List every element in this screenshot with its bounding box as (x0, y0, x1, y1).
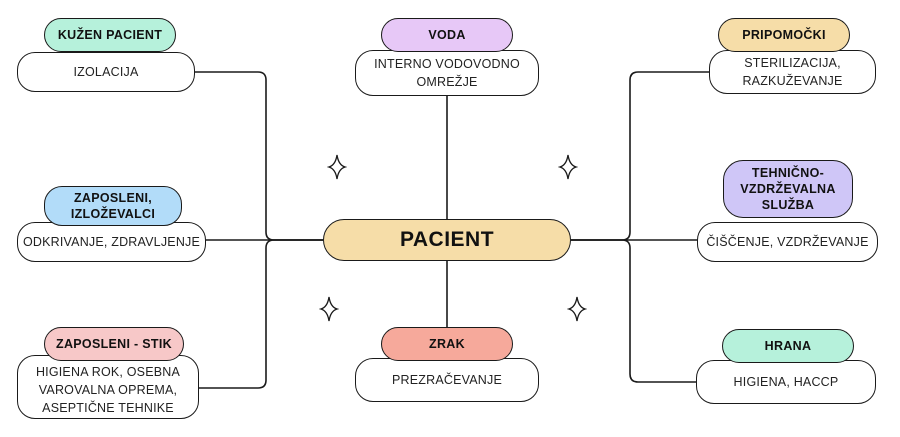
zrak-title: ZRAK (381, 327, 513, 361)
kuzen-pacient-title-text: KUŽEN PACIENT (57, 27, 163, 42)
center-node-pacient: PACIENT (323, 219, 571, 261)
four-point-star-icon (558, 154, 578, 180)
tehnicno-title-line: SLUŽBA (761, 198, 815, 213)
zaposleni-izlozevalci-description: ODKRIVANJE, ZDRAVLJENJE (17, 222, 206, 262)
center-label: PACIENT (399, 228, 495, 251)
zaposleni-stik-text-line: ASEPTIČNE TEHNIKE (42, 401, 174, 416)
tehnicno-description: ČIŠČENJE, VZDRŽEVANJE (697, 222, 878, 262)
hrana-title: HRANA (722, 329, 854, 363)
pripomocki-description: STERILIZACIJA, RAZKUŽEVANJE (709, 50, 876, 94)
zaposleni-izlozevalci-title-line: IZLOŽEVALCI (70, 207, 156, 221)
pripomocki-title-text: PRIPOMOČKI (742, 27, 826, 42)
kuzen-pacient-text: IZOLACIJA (73, 64, 139, 79)
zaposleni-izlozevalci-title: ZAPOSLENI, IZLOŽEVALCI (44, 186, 182, 226)
voda-description: INTERNO VODOVODNO OMREŽJE (355, 50, 539, 96)
hrana-title-text: HRANA (764, 338, 812, 353)
zrak-text: PREZRAČEVANJE (391, 372, 503, 387)
hrana-text: HIGIENA, HACCP (733, 374, 839, 389)
voda-title-text: VODA (428, 27, 466, 42)
pripomocki-text-line: STERILIZACIJA, (744, 55, 841, 70)
zaposleni-izlozevalci-title-line: ZAPOSLENI, (73, 190, 152, 205)
pripomocki-text-line: RAZKUŽEVANJE (742, 74, 843, 88)
tehnicno-title-line: TEHNIČNO- (751, 165, 825, 180)
zaposleni-stik-text-line: HIGIENA ROK, OSEBNA (35, 364, 181, 379)
tehnicno-title-line: VZDRŽEVALNA (740, 181, 836, 196)
voda-text-line: INTERNO VODOVODNO (374, 56, 520, 71)
kuzen-pacient-title: KUŽEN PACIENT (44, 18, 176, 52)
tehnicno-text: ČIŠČENJE, VZDRŽEVANJE (706, 234, 869, 249)
zaposleni-stik-title: ZAPOSLENI - STIK (44, 327, 184, 361)
zaposleni-stik-title-text: ZAPOSLENI - STIK (56, 336, 172, 351)
zrak-description: PREZRAČEVANJE (355, 358, 539, 402)
voda-text-line: OMREŽJE (416, 75, 478, 89)
voda-title: VODA (381, 18, 513, 52)
zrak-title-text: ZRAK (429, 336, 465, 351)
four-point-star-icon (327, 154, 347, 180)
four-point-star-icon (319, 296, 339, 322)
kuzen-pacient-description: IZOLACIJA (17, 52, 195, 92)
pripomocki-title: PRIPOMOČKI (718, 18, 850, 52)
zaposleni-stik-text-line: VAROVALNA OPREMA, (38, 382, 178, 397)
four-point-star-icon (567, 296, 587, 322)
hrana-description: HIGIENA, HACCP (696, 360, 876, 404)
zaposleni-izlozevalci-text: ODKRIVANJE, ZDRAVLJENJE (22, 234, 201, 249)
zaposleni-stik-description: HIGIENA ROK, OSEBNA VAROVALNA OPREMA, AS… (17, 355, 199, 419)
tehnicno-title: TEHNIČNO- VZDRŽEVALNA SLUŽBA (723, 160, 853, 218)
